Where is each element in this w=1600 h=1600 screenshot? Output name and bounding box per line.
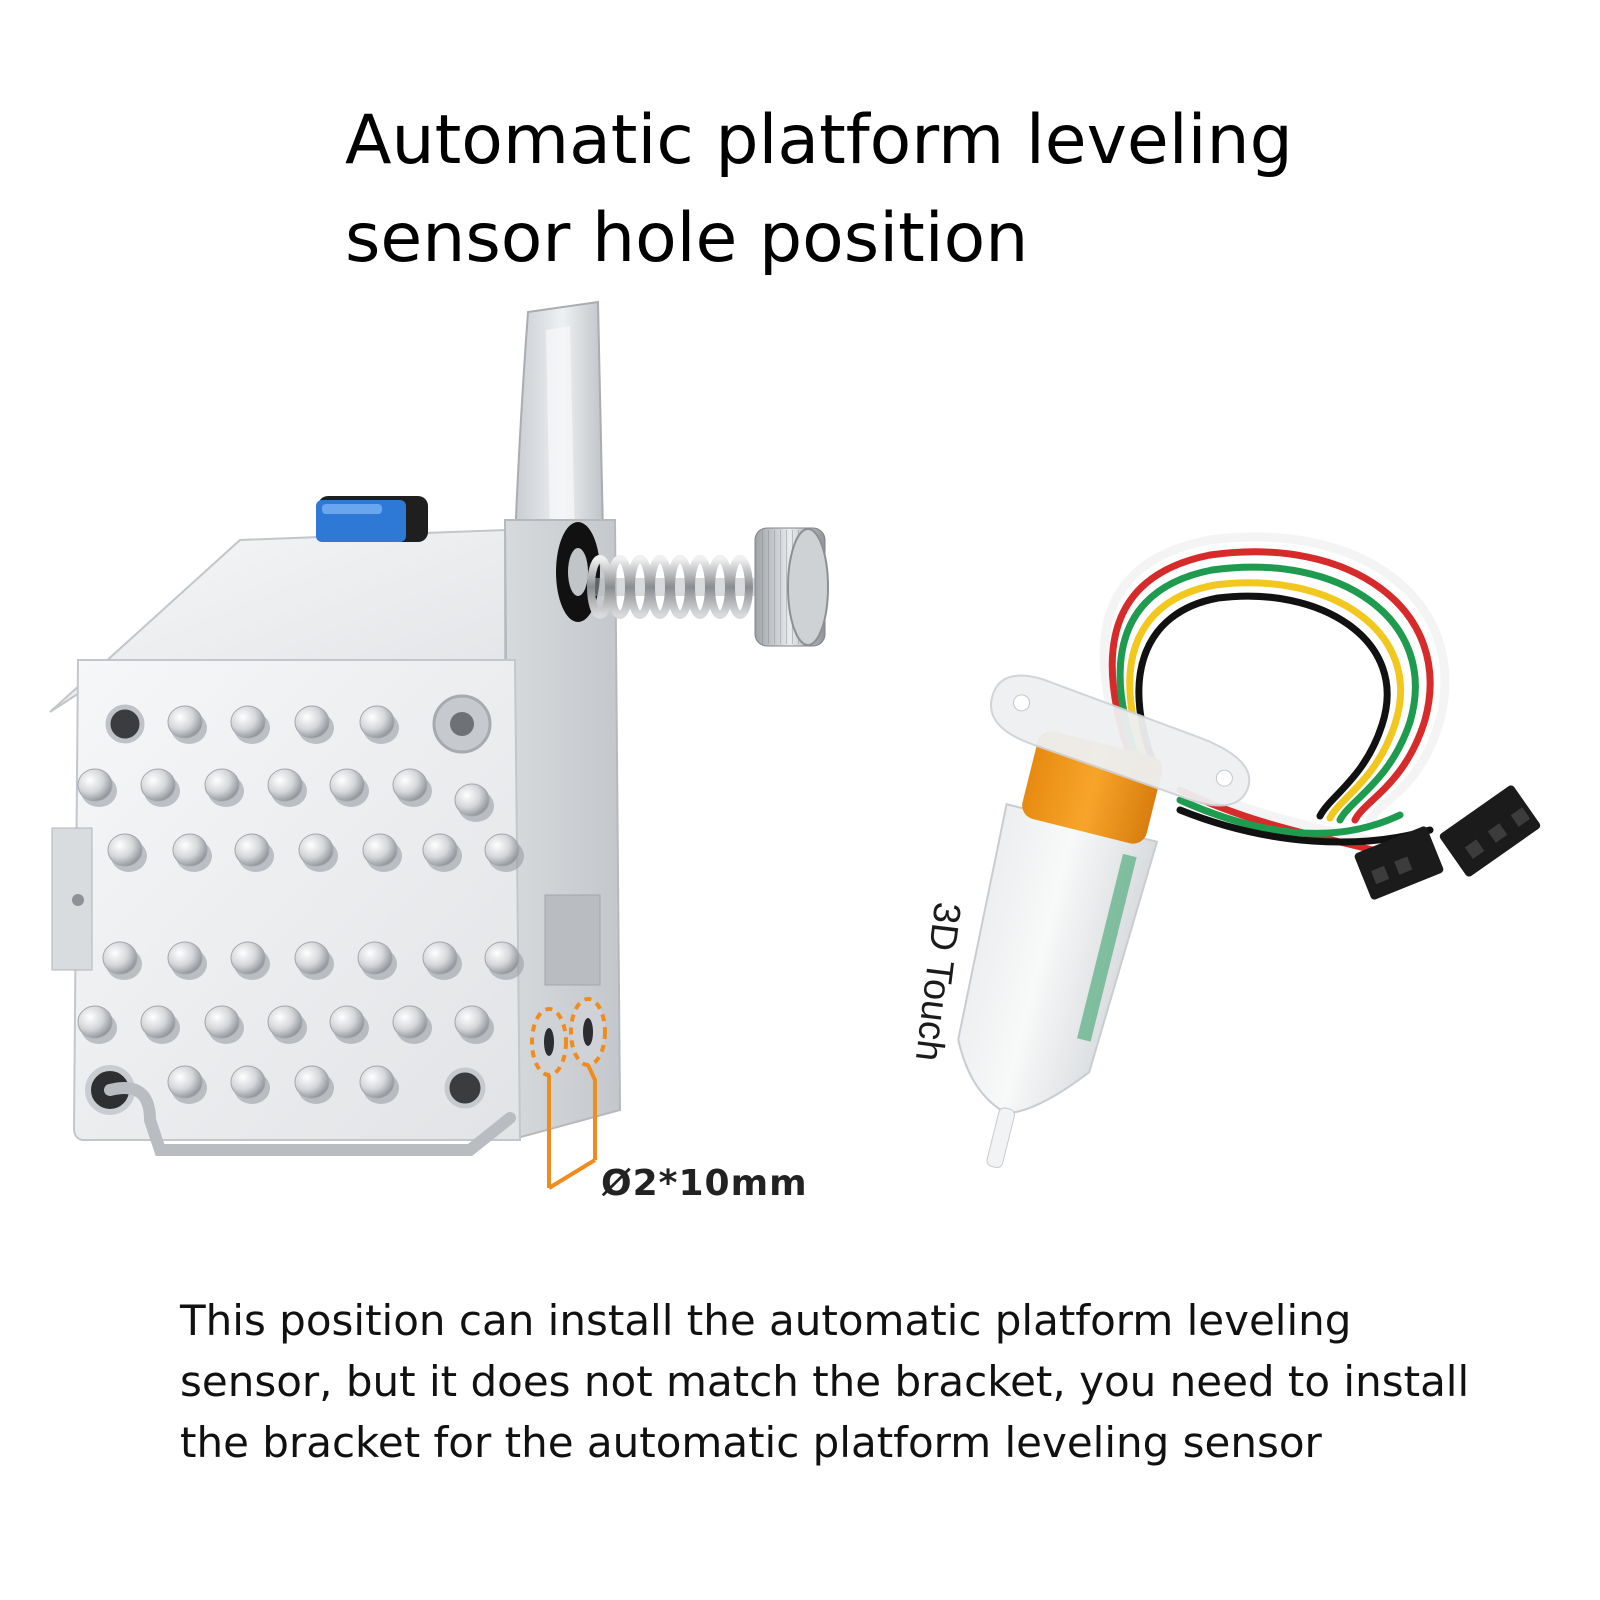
heatsink-peg (167, 705, 203, 739)
description-text: This position can install the automatic … (180, 1290, 1510, 1473)
heatsink-peg (359, 705, 395, 739)
heatsink-peg (204, 1005, 240, 1039)
heatsink-peg (107, 833, 143, 867)
title-line-2: sensor hole position (345, 199, 1029, 278)
heatsink-peg (329, 1005, 365, 1039)
title-line-1: Automatic platform leveling (345, 101, 1293, 180)
heatsink-peg (329, 768, 365, 802)
sensor-mount-flange (989, 674, 1251, 807)
heatsink-peg (230, 705, 266, 739)
heatsink-peg (294, 941, 330, 975)
heatsink-peg (484, 941, 520, 975)
heatsink-pegs (77, 705, 524, 1104)
heatsink-peg (294, 705, 330, 739)
sensor-body (957, 803, 1159, 1115)
dupont-connector-3pin (1354, 826, 1444, 900)
bent-rod (104, 1082, 516, 1156)
extruder-assembly (49, 300, 829, 1190)
heatsink-peg (172, 833, 208, 867)
heatsink-peg (359, 1065, 395, 1099)
heatsink-peg (298, 833, 334, 867)
hole-dimension-label: Ø2*10mm (601, 1163, 808, 1204)
probe-pin (986, 1107, 1015, 1168)
mount-hole-bottom-right (444, 1067, 486, 1109)
bltouch-sensor (957, 532, 1541, 1168)
description-line-1: This position can install the automatic … (180, 1296, 1352, 1345)
heatsink-peg (454, 1005, 490, 1039)
heatsink-peg (77, 768, 113, 802)
heatsink-peg (422, 833, 458, 867)
mount-tab (51, 827, 93, 971)
heatsink-peg (392, 1005, 428, 1039)
heatsink-peg (294, 1065, 330, 1099)
heatsink-peg (484, 833, 520, 867)
tension-screw[interactable] (556, 522, 829, 647)
heatsink-peg (267, 768, 303, 802)
heatsink-peg (167, 1065, 203, 1099)
heatsink-peg (454, 783, 490, 817)
screw-shaft (595, 578, 760, 596)
spring-coil (727, 555, 753, 619)
heatsink-peg (267, 1005, 303, 1039)
heatsink-peg (234, 833, 270, 867)
dimension-leader (547, 1064, 597, 1190)
mount-hole-top-left (105, 704, 145, 744)
heatsink-peg (204, 768, 240, 802)
heatsink-peg (362, 833, 398, 867)
heatsink-peg (392, 768, 428, 802)
heatsink-peg (140, 768, 176, 802)
sensor-wires (1099, 532, 1450, 854)
heatsink-peg (140, 1005, 176, 1039)
page-title: Automatic platform leveling sensor hole … (345, 92, 1445, 288)
heatsink-peg (77, 1005, 113, 1039)
description-line-3: the bracket for the automatic platform l… (180, 1418, 1322, 1467)
blue-release-button[interactable] (316, 496, 428, 542)
heatsink-peg (422, 941, 458, 975)
heatsink-peg (230, 1065, 266, 1099)
sensor-hole-highlight (530, 997, 607, 1190)
heatsink-peg (102, 941, 138, 975)
heatsink-peg (167, 941, 203, 975)
dupont-connector-2pin (1439, 785, 1541, 877)
heatsink-peg (230, 941, 266, 975)
heatsink-peg (357, 941, 393, 975)
description-line-2: sensor, but it does not match the bracke… (180, 1357, 1470, 1406)
